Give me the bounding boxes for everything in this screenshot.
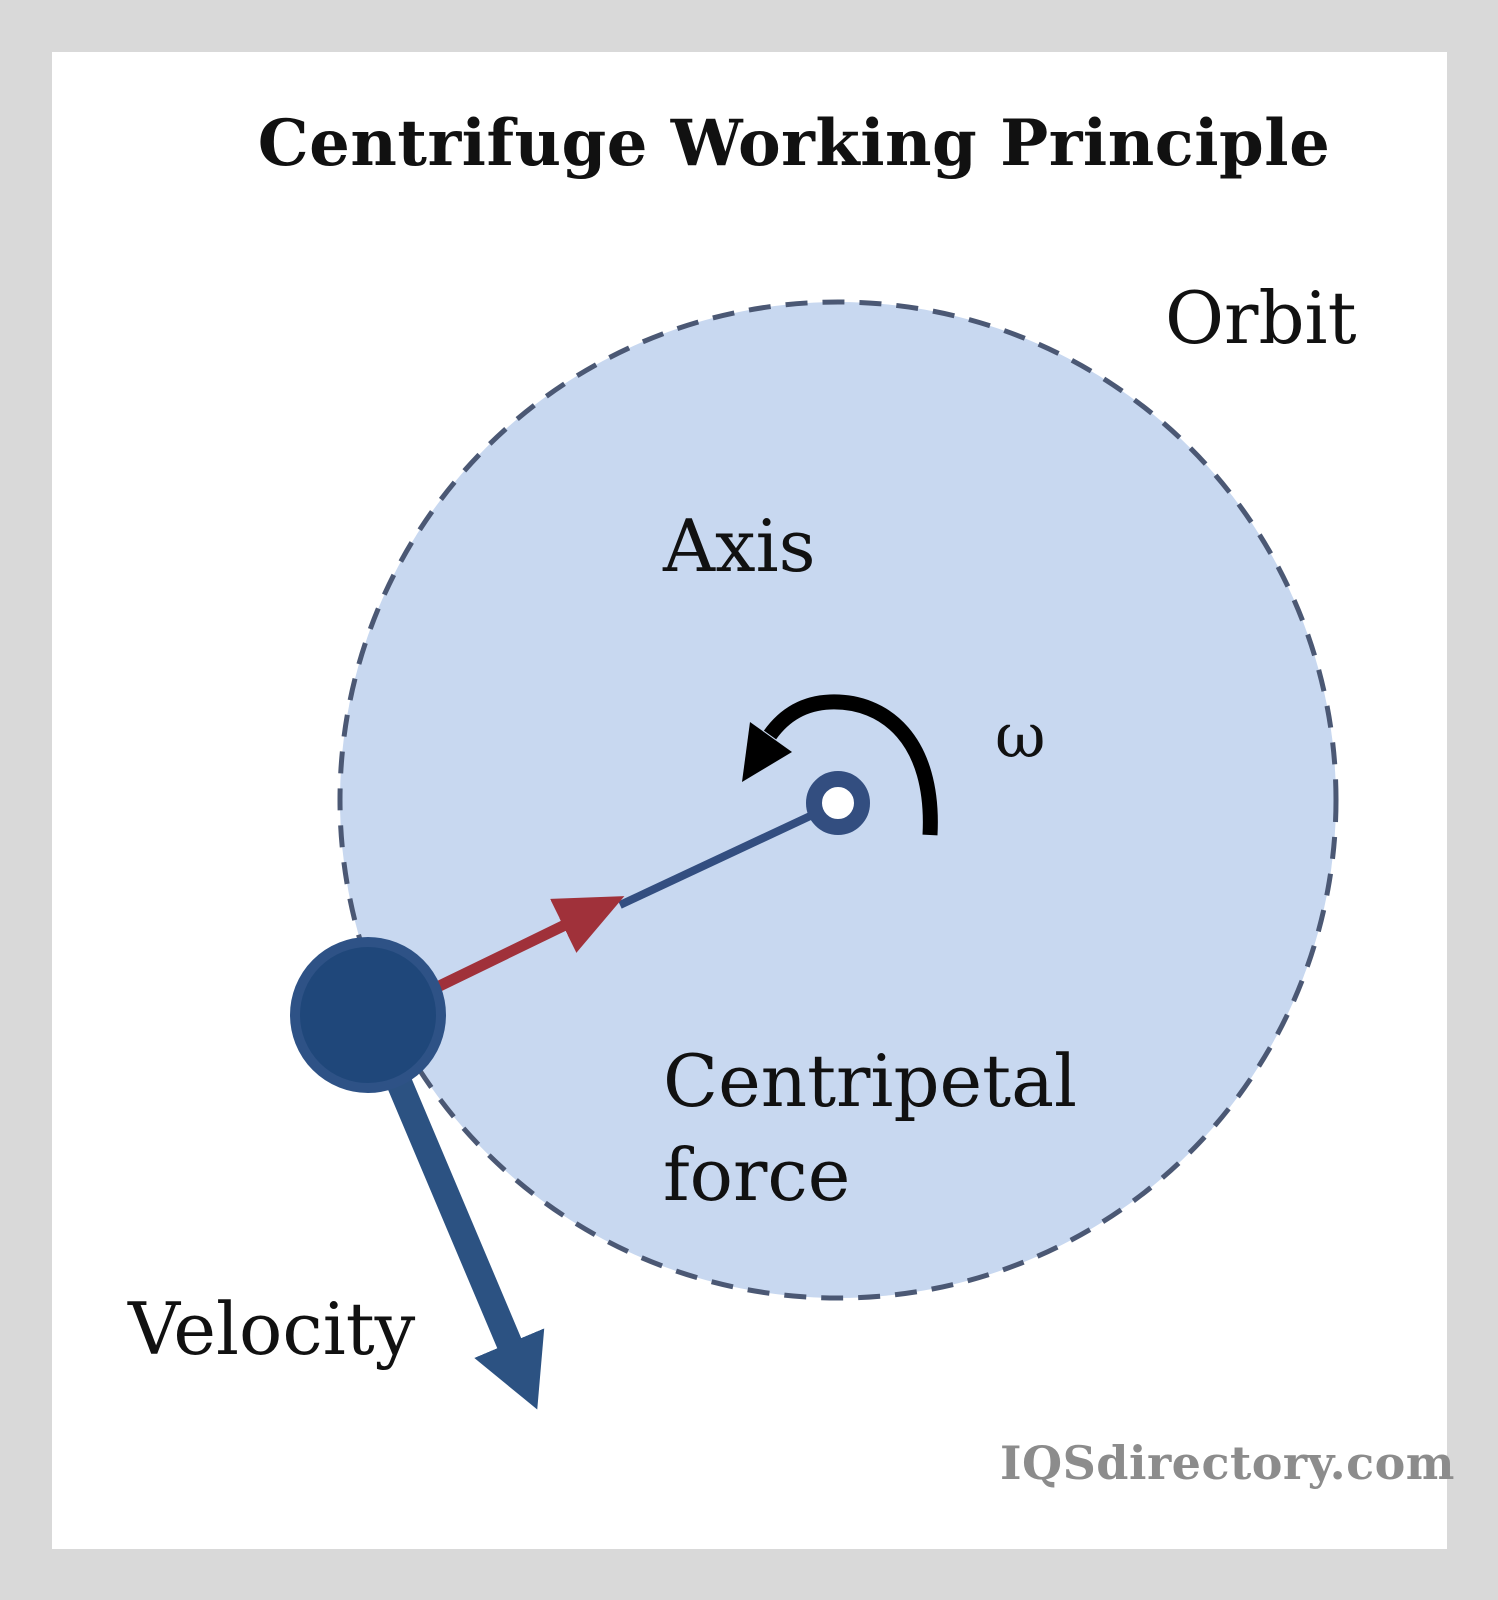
omega-label: ω <box>995 699 1046 772</box>
axis-label: Axis <box>663 504 816 588</box>
centripetal-force-arrow <box>422 896 625 998</box>
rotation-arrowhead <box>742 722 792 782</box>
rotation-axis <box>806 771 870 835</box>
watermark: IQSdirectory.com <box>1000 1436 1455 1490</box>
orbit-label: Orbit <box>1165 276 1357 360</box>
centripetal-force-label: Centripetal force <box>663 1039 1078 1217</box>
velocity-label: Velocity <box>128 1287 416 1371</box>
orbiting-mass <box>290 937 446 1093</box>
velocity-arrow <box>370 1036 545 1410</box>
rotor-arm <box>618 799 840 909</box>
diagram-title: Centrifuge Working Principle <box>257 106 1331 181</box>
rotation-arrow <box>763 694 938 836</box>
